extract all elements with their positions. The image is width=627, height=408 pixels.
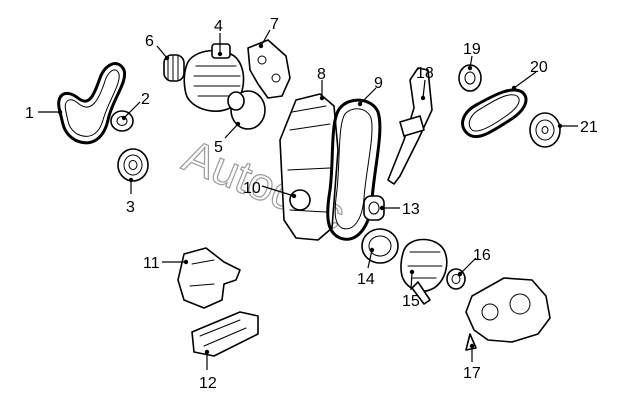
callout-18: 18 <box>416 65 434 82</box>
callout-19: 19 <box>463 41 481 58</box>
callout-5: 5 <box>214 139 223 156</box>
part-oil-filter[interactable] <box>227 90 266 130</box>
leader-lines <box>38 29 578 370</box>
callout-6: 6 <box>145 33 154 50</box>
part-lower-mount-bracket[interactable] <box>191 311 259 357</box>
callout-15: 15 <box>402 293 420 310</box>
callout-9: 9 <box>374 75 383 92</box>
callout-11: 11 <box>143 255 160 272</box>
callout-2: 2 <box>141 91 150 108</box>
callout-21: 21 <box>580 119 598 136</box>
callout-10: 10 <box>243 180 261 197</box>
part-water-pump[interactable] <box>400 238 448 305</box>
callout-16: 16 <box>473 247 491 264</box>
callout-3: 3 <box>126 199 135 216</box>
part-alternator-pulley[interactable] <box>163 54 185 82</box>
callout-20: 20 <box>530 59 548 76</box>
part-crankshaft-gear[interactable] <box>529 112 561 148</box>
part-camshaft-pulley[interactable] <box>289 189 311 211</box>
part-idler-pulley[interactable] <box>110 110 134 132</box>
callout-labels: 1 2 3 4 5 6 7 8 9 10 11 12 13 14 15 16 1… <box>25 16 598 392</box>
part-auxiliary-belt[interactable] <box>461 88 528 139</box>
part-engine-mount[interactable] <box>177 247 241 309</box>
part-oil-pump-housing[interactable] <box>465 277 551 351</box>
callout-14: 14 <box>357 271 375 288</box>
part-timing-belt[interactable] <box>326 98 382 241</box>
callout-7: 7 <box>270 16 279 33</box>
part-rear-timing-cover[interactable] <box>387 67 433 185</box>
callout-8: 8 <box>317 66 326 83</box>
part-ribbed-belt[interactable] <box>57 62 127 145</box>
callout-13: 13 <box>402 201 420 218</box>
part-mounting-bracket[interactable] <box>247 39 291 99</box>
part-tension-pulley[interactable] <box>117 148 149 182</box>
callout-12: 12 <box>199 375 217 392</box>
callout-4: 4 <box>214 18 223 35</box>
leader-dots <box>57 43 563 355</box>
callout-17: 17 <box>463 365 481 382</box>
callout-1: 1 <box>25 105 34 122</box>
part-water-pump-gasket[interactable] <box>361 228 399 264</box>
